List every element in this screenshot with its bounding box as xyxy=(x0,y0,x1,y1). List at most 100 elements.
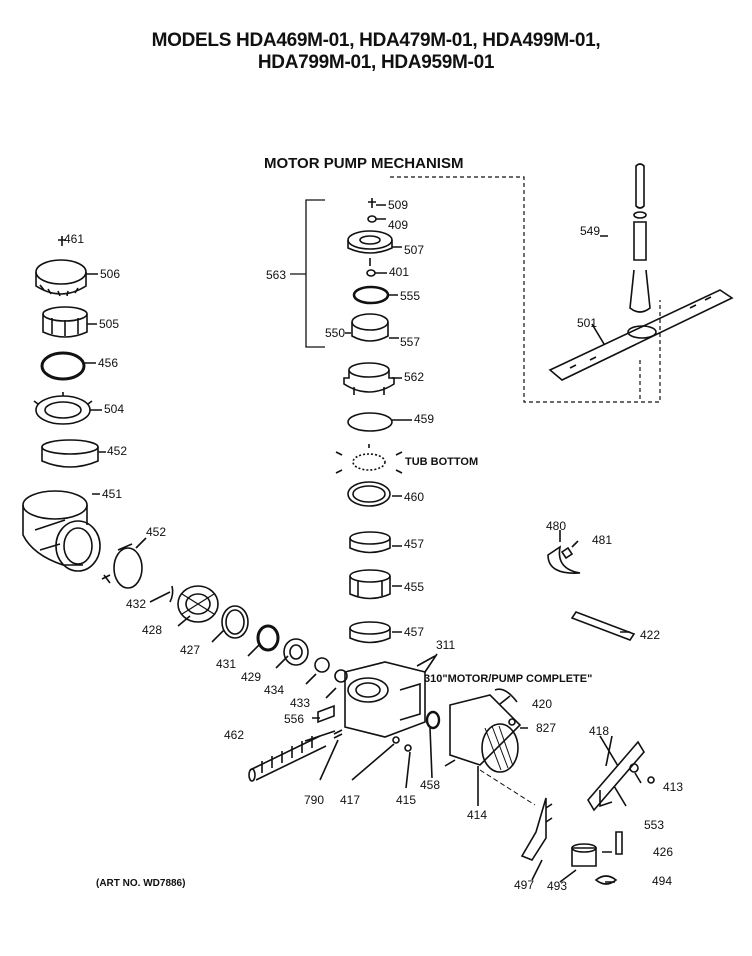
seal-456 xyxy=(40,351,86,381)
label-433: 433 xyxy=(290,696,311,710)
label-493: 493 xyxy=(547,879,568,893)
label-480: 480 xyxy=(546,519,567,533)
label-456: 456 xyxy=(98,356,119,370)
label-tub-bottom: TUB BOTTOM xyxy=(405,456,479,468)
label-509: 509 xyxy=(388,198,409,212)
wire-420 xyxy=(494,688,518,703)
bracket-497 xyxy=(520,797,553,861)
screw-413 xyxy=(647,776,655,784)
filter-505 xyxy=(42,306,88,338)
label-504: 504 xyxy=(104,402,125,416)
label-409: 409 xyxy=(388,218,409,232)
parts-417-415 xyxy=(392,736,412,752)
spring-790 xyxy=(333,729,343,739)
label-457a: 457 xyxy=(404,537,425,551)
gasket-427 xyxy=(221,605,249,639)
ring-460 xyxy=(347,481,391,507)
label-562: 562 xyxy=(404,370,425,384)
label-557: 557 xyxy=(400,335,421,349)
label-422: 422 xyxy=(640,628,661,642)
ring-431 xyxy=(256,624,280,652)
page-title-line2: HDA799M-01, HDA959M-01 xyxy=(257,52,495,73)
plug-556 xyxy=(317,704,335,724)
clamp-457b xyxy=(349,621,391,644)
label-555: 555 xyxy=(400,289,421,303)
label-563: 563 xyxy=(266,268,287,282)
nut-504 xyxy=(33,392,93,425)
label-413: 413 xyxy=(663,780,684,794)
cap-433 xyxy=(334,669,348,683)
seal-458 xyxy=(425,710,441,730)
housing-451 xyxy=(22,490,101,572)
collar-557 xyxy=(351,313,389,342)
art-number: (ART NO. WD7886) xyxy=(96,878,186,889)
label-505: 505 xyxy=(99,317,120,331)
bracket-418 xyxy=(587,740,645,812)
label-461: 461 xyxy=(64,232,85,246)
deflector-480 xyxy=(547,545,581,574)
clamp-452a xyxy=(41,439,99,468)
label-311: 311 xyxy=(436,638,456,652)
screw-509 xyxy=(368,198,376,208)
label-motor-pump-complete: 310"MOTOR/PUMP COMPLETE" xyxy=(424,673,593,685)
label-451: 451 xyxy=(102,487,123,501)
washer-409 xyxy=(367,215,377,223)
spring-432 xyxy=(169,585,174,603)
label-414: 414 xyxy=(467,808,488,822)
label-550: 550 xyxy=(325,326,346,340)
gasket-459 xyxy=(347,412,393,432)
label-458: 458 xyxy=(420,778,441,792)
label-549: 549 xyxy=(580,224,601,238)
impeller-428 xyxy=(177,585,219,623)
label-462: 462 xyxy=(224,728,245,742)
section-title: MOTOR PUMP MECHANISM xyxy=(264,155,464,172)
label-556: 556 xyxy=(284,712,305,726)
adapter-455 xyxy=(349,569,391,600)
label-506: 506 xyxy=(100,267,121,281)
label-452b: 452 xyxy=(146,525,167,539)
label-481: 481 xyxy=(592,533,613,547)
label-427: 427 xyxy=(180,643,201,657)
hose-462 xyxy=(248,735,327,782)
label-415: 415 xyxy=(396,793,417,807)
label-401: 401 xyxy=(389,265,410,279)
label-553: 553 xyxy=(644,818,665,832)
label-452a: 452 xyxy=(107,444,128,458)
label-428: 428 xyxy=(142,623,163,637)
hub-507 xyxy=(347,230,393,266)
tub-bottom xyxy=(335,444,403,474)
spray-arm-501 xyxy=(548,289,734,381)
label-434: 434 xyxy=(264,683,285,697)
pump-body-311 xyxy=(344,653,438,738)
label-426: 426 xyxy=(653,845,674,859)
label-459: 459 xyxy=(414,412,435,426)
label-432: 432 xyxy=(126,597,147,611)
label-457b: 457 xyxy=(404,625,425,639)
ring-555 xyxy=(352,285,390,305)
label-497: 497 xyxy=(514,878,535,892)
nut-401 xyxy=(366,269,376,277)
screw-827 xyxy=(508,718,516,726)
cover-506 xyxy=(35,259,87,297)
plug-434 xyxy=(314,657,330,673)
label-417: 417 xyxy=(340,793,361,807)
label-420: 420 xyxy=(532,697,553,711)
clip-494 xyxy=(594,875,618,885)
seal-429 xyxy=(283,638,309,666)
screw-461 xyxy=(58,236,66,246)
label-501: 501 xyxy=(577,316,598,330)
cap-562 xyxy=(343,362,395,395)
clamp-457a xyxy=(349,531,391,554)
label-827: 827 xyxy=(536,721,557,735)
label-455: 455 xyxy=(404,580,425,594)
strip-422 xyxy=(570,611,636,641)
label-790: 790 xyxy=(304,793,325,807)
label-431: 431 xyxy=(216,657,237,671)
label-418: 418 xyxy=(589,724,610,738)
page-title: MODELS HDA469M-01, HDA479M-01, HDA499M-0… xyxy=(151,30,601,51)
pin-426 xyxy=(615,831,623,855)
label-429: 429 xyxy=(241,670,262,684)
label-507: 507 xyxy=(404,243,425,257)
solenoid-493 xyxy=(571,843,597,867)
